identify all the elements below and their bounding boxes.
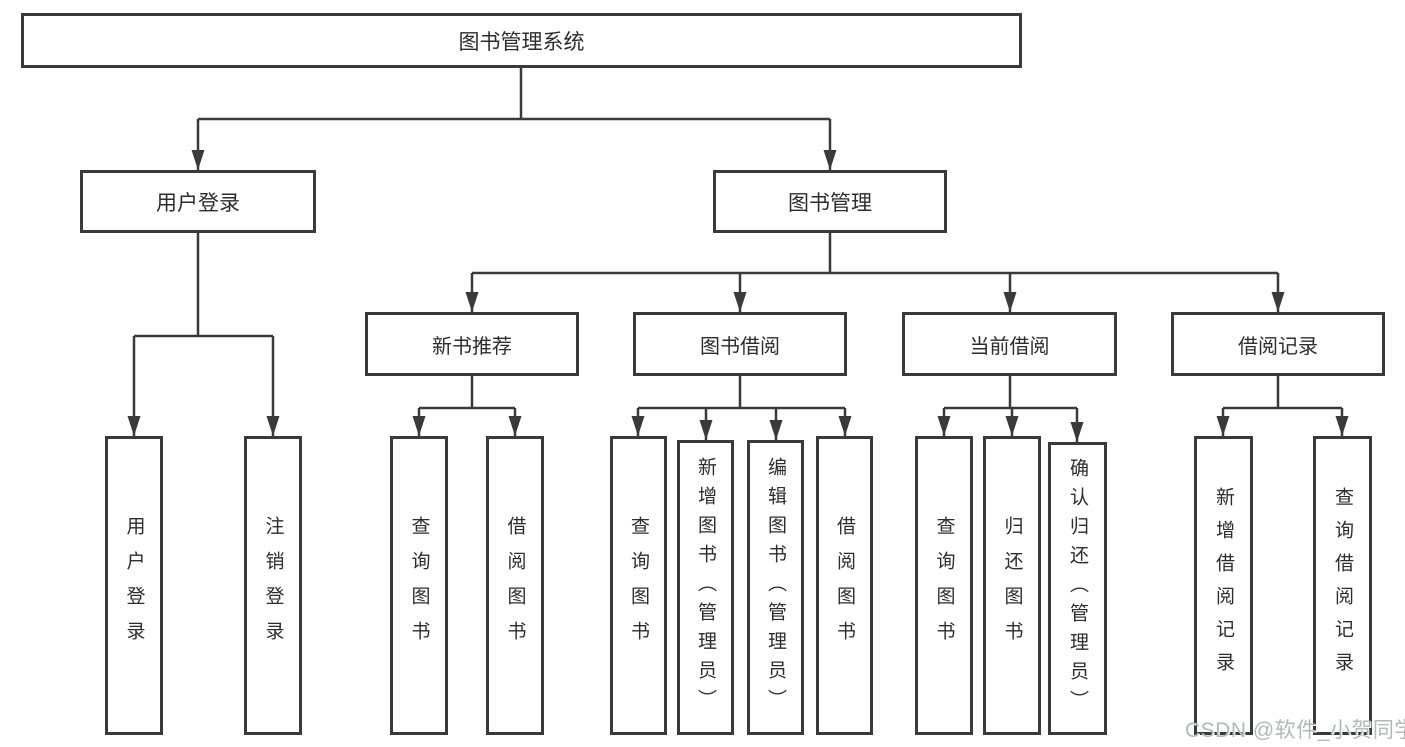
node-book-management: 图书管理 <box>713 170 947 233</box>
wire-root-split <box>198 68 830 121</box>
node-label: 借阅记录 <box>1238 335 1318 358</box>
node-label: 注销登录 <box>262 515 284 656</box>
node-label: 用户登录 <box>123 515 145 656</box>
wire-book-borrow-split <box>638 376 845 410</box>
leaf-query-books-recommend: 查询图书 <box>390 436 448 735</box>
csdn-watermark: CSDN @软件_小贺同学 <box>1185 719 1405 742</box>
wire-current-borrow-split <box>944 376 1077 410</box>
node-label: 确认归还（管理员） <box>1067 458 1088 719</box>
node-label: 用户登录 <box>156 191 240 215</box>
node-root-system: 图书管理系统 <box>21 13 1022 68</box>
node-book-borrow: 图书借阅 <box>633 312 847 376</box>
node-user-login: 用户登录 <box>80 170 316 233</box>
leaf-query-borrow-record: 查询借阅记录 <box>1313 436 1372 735</box>
node-label: 查询借阅记录 <box>1332 486 1353 685</box>
node-label: 查询图书 <box>933 515 955 656</box>
leaf-add-borrow-record: 新增借阅记录 <box>1194 436 1253 735</box>
node-label: 归还图书 <box>1001 515 1023 656</box>
leaf-query-books-borrow: 查询图书 <box>610 436 667 735</box>
leaf-edit-book-admin: 编辑图书（管理员） <box>747 440 804 735</box>
node-label: 图书借阅 <box>700 335 780 358</box>
node-borrow-records: 借阅记录 <box>1171 312 1385 376</box>
node-label: 新增借阅记录 <box>1213 486 1234 685</box>
leaf-query-books-current: 查询图书 <box>915 436 973 735</box>
node-new-book-recommend: 新书推荐 <box>365 312 579 376</box>
leaf-add-book-admin: 新增图书（管理员） <box>677 440 734 735</box>
wire-new-book-split <box>419 376 515 410</box>
node-label: 图书管理 <box>788 191 872 215</box>
node-current-borrow: 当前借阅 <box>902 312 1117 376</box>
node-label: 当前借阅 <box>969 335 1050 358</box>
wire-user-login-split <box>134 233 273 338</box>
wire-borrow-records-split <box>1223 376 1342 410</box>
leaf-logout: 注销登录 <box>244 436 302 735</box>
wire-book-mgmt-split <box>472 233 1278 275</box>
node-label: 借阅图书 <box>834 515 855 656</box>
leaf-borrow-books: 借阅图书 <box>816 436 873 735</box>
leaf-return-books: 归还图书 <box>983 436 1041 735</box>
node-label: 新增图书（管理员） <box>695 457 716 718</box>
node-label: 编辑图书（管理员） <box>765 457 786 718</box>
node-label: 查询图书 <box>408 515 430 656</box>
leaf-borrow-books-recommend: 借阅图书 <box>486 436 544 735</box>
node-label: 查询图书 <box>628 515 649 656</box>
leaf-user-login: 用户登录 <box>105 436 163 735</box>
node-label: 新书推荐 <box>432 335 512 358</box>
node-label: 借阅图书 <box>504 515 526 656</box>
leaf-confirm-return-admin: 确认归还（管理员） <box>1048 442 1107 735</box>
node-label: 图书管理系统 <box>458 30 585 54</box>
